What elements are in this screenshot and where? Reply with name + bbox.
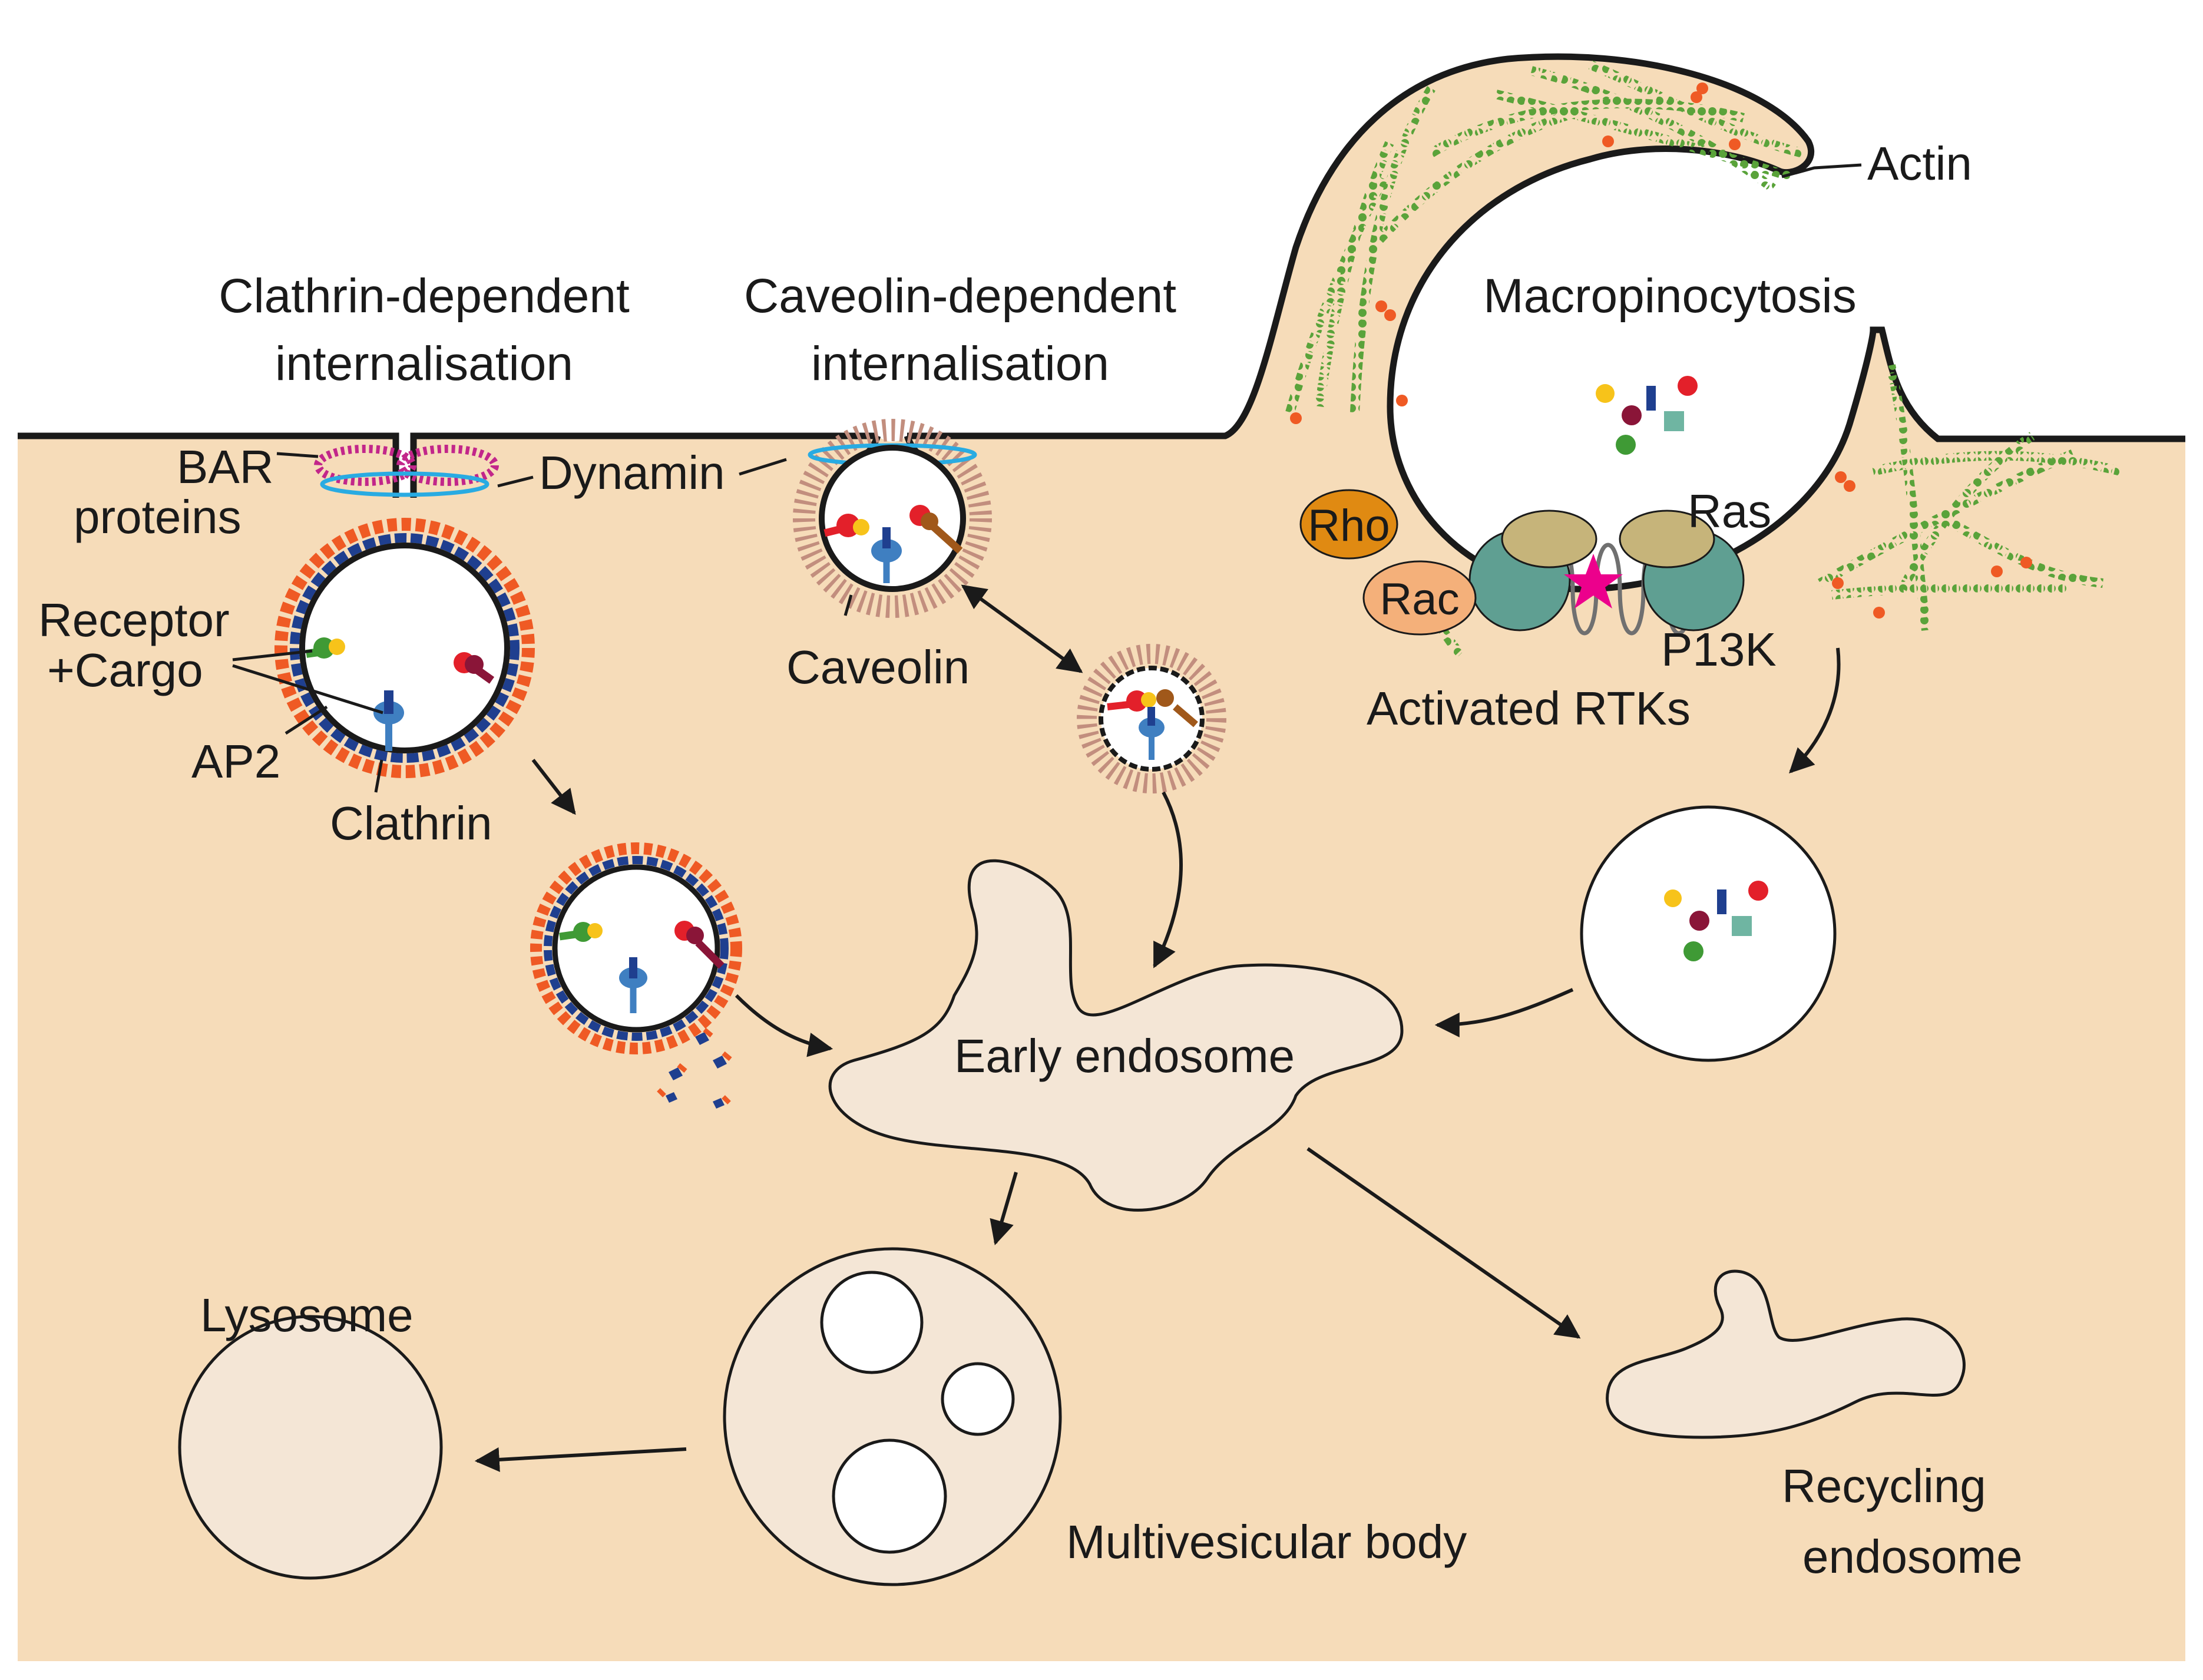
macropinosome-vesicle [1580,805,1837,1062]
intraluminal-vesicle [832,1438,947,1554]
rho-label: Rho [1308,501,1390,551]
caveolar-vesicle [1077,644,1226,793]
cytoplasm [18,57,2185,1661]
intraluminal-vesicle [820,1271,924,1374]
dynamin-label: Dynamin [539,447,725,499]
rho-gtpase [1299,489,1398,560]
receptor-blue [373,690,404,751]
macropinosome-lumen [1390,148,1873,590]
receptor-cargo-red [454,652,495,684]
pathway-arrows [474,584,1841,1472]
arrow-caveosome-to-endosome [1153,791,1183,968]
arrow-endosome-to-recycling [1306,1147,1581,1339]
macropinosome-cargo [1596,376,1698,455]
arrow-mvb-to-lysosome [474,1447,687,1472]
p13k-label: P13K [1661,623,1777,676]
bar-proteins-label-1: BAR [177,441,274,493]
bar-proteins [314,445,499,486]
clathrin-coat [274,518,535,778]
clathrin-vesicle-membrane [299,543,510,753]
recycling-endosome-label-1: Recycling [1782,1460,1986,1512]
arrow-endosome-to-mvb [990,1172,1018,1246]
arrow-caveolae-bidirectional [961,584,1083,673]
receptor-cargo-green [306,637,345,659]
activated-rtks-label: Activated RTKs [1367,682,1691,735]
leader-lines [232,163,1862,793]
arrow-macropinosome-to-vesicle [1789,647,1841,773]
ras-left [1501,510,1597,568]
rac-label: Rac [1380,574,1459,624]
receptor-label-1: Receptor [38,594,230,646]
clathrin-label: Clathrin [330,797,492,849]
lysosome [178,1315,443,1580]
clathrin-coated-pit [274,445,535,778]
clathrin-title-line1: Clathrin-dependent [219,269,630,323]
receptor-label-2: +Cargo [47,644,203,696]
clathrin-vesicle-uncoating [530,842,742,1054]
intraluminal-vesicle [941,1362,1015,1436]
rtk-signaling-complex [1299,489,1745,636]
caveolae-pit [793,419,992,618]
rac-gtpase [1362,560,1477,636]
bar-proteins-label-2: proteins [74,491,242,543]
ras-label: Ras [1688,485,1771,537]
caveolin-title-line2: internalisation [811,337,1109,391]
recycling-endosome-label-2: endosome [1802,1530,2023,1583]
ap2-layer [290,533,520,763]
ap2-label: AP2 [191,735,280,788]
multivesicular-body [723,1247,1062,1586]
actin-binding-dots [1290,82,2032,619]
clathrin-title-line2: internalisation [275,337,573,391]
multivesicular-body-label: Multivesicular body [1066,1516,1467,1568]
dynamin-ring [320,471,489,497]
rtk-star-icon [1564,554,1623,608]
released-coat-fragments [657,1027,732,1109]
actin-label: Actin [1867,137,1972,190]
caveolin-label: Caveolin [786,641,970,693]
caveolin-title-line1: Caveolin-dependent [744,269,1176,323]
early-endosome [828,859,1404,1212]
ras-right [1619,510,1715,568]
arrow-pit-to-vesicle [531,759,576,815]
macropinocytosis-label: Macropinocytosis [1483,269,1856,323]
arrow-macro-vesicle-to-endosome [1434,988,1574,1037]
arrow-vesicle-to-endosome [735,994,833,1057]
early-endosome-label: Early endosome [954,1030,1295,1082]
lysosome-label: Lysosome [200,1289,414,1341]
recycling-endosome [1606,1269,1966,1439]
